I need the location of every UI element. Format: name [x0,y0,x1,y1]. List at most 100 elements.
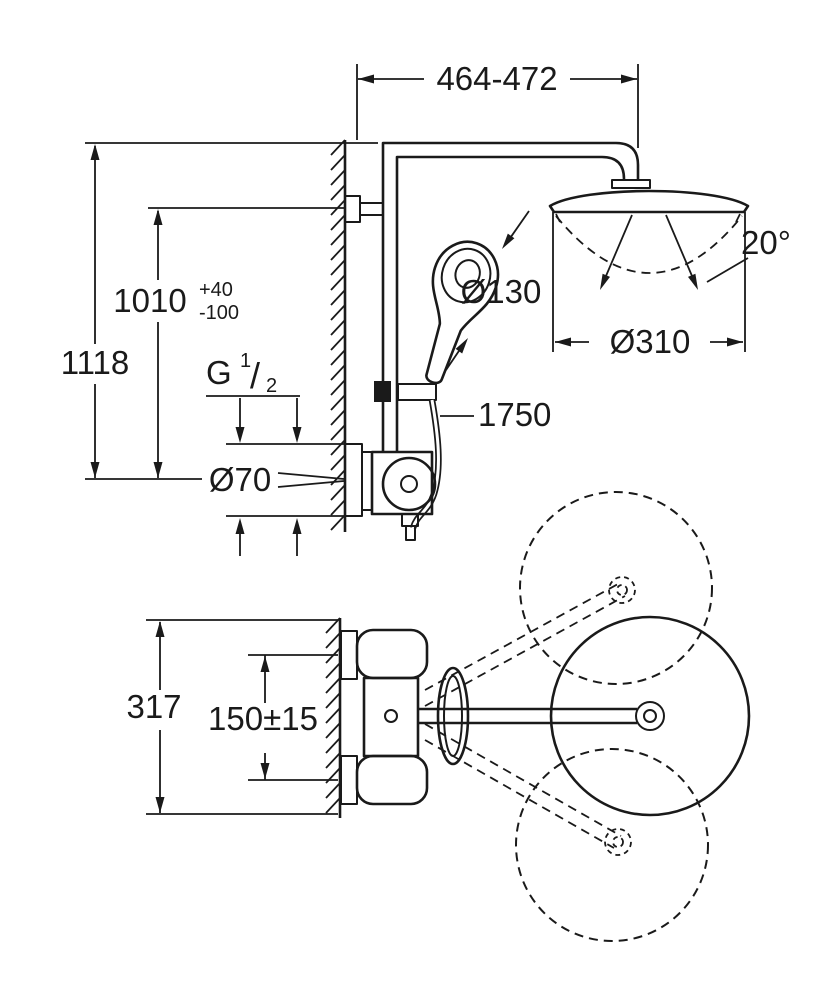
dim-handshower: Ø130 [445,210,542,371]
dim-handshower-label: Ø130 [461,273,542,310]
head-connector [611,179,651,189]
spray-cone [555,214,743,290]
arrowhead [502,233,515,249]
swivel-hub-upper [608,576,636,604]
holder-bar [397,383,437,401]
holder-clamp [374,381,391,402]
extension-lines [552,212,746,352]
wall-hatching [325,617,341,814]
extension-lines [356,64,639,148]
hand-shower-body [425,240,500,385]
arm-flange-outer [436,666,470,766]
valve-knob-top [355,628,429,680]
arrowhead [455,338,468,354]
wall-hatching [330,139,346,531]
arrowhead [153,209,163,225]
extension-lines [85,142,378,480]
swivel-hub-lower-center [612,836,624,848]
swivel-arm-lines [424,583,626,849]
valve-knob-center [400,475,418,493]
swivel-hub-upper-center [616,584,628,596]
arrowhead [235,427,245,443]
dim-headshower-label: Ø310 [610,323,691,360]
dim-total-height-label: 1118 [61,344,130,381]
extension-lines [248,654,338,781]
arrowhead [621,74,637,84]
arrowhead [90,144,100,160]
shower-arm-top [418,615,751,817]
arrowhead [155,621,165,637]
spray-arc [555,215,743,274]
arrowhead [727,337,743,347]
thermostat-valve-side [344,443,437,541]
head-shower-side [548,189,750,223]
shower-riser-pipe [381,141,651,452]
wall-top [325,617,342,818]
arrowhead [260,656,270,672]
dim-thread: G 1 / 2 [206,350,302,443]
head-edge-ticks [555,213,741,223]
pipe-inner-line [395,155,626,452]
thread-g-label: G [206,354,232,391]
head-ball-joint-center [643,709,657,723]
arm-flange-inner [443,675,463,757]
arrowhead [260,763,270,779]
thermostat-valve-top [340,628,429,806]
thread-slash: / [250,355,260,396]
hand-shower-holder [374,381,437,402]
supply-escutcheon-bottom [340,755,358,805]
spray-arrow-right [688,273,698,290]
leader-lines [277,472,345,488]
spray-lines [602,214,696,284]
hand-shower-face-inner [454,259,481,289]
dim-hose-length-label: 1750 [478,396,551,433]
spray-arrow-left [600,273,610,290]
leader-line [706,257,749,283]
arrowhead [555,337,571,347]
arrowhead [292,518,302,534]
arrowhead [235,518,245,534]
hose-outlet-nub [405,525,416,541]
swivel-hub-lower [604,828,632,856]
thread-leader-lines [239,398,298,428]
dim-width-range-label: 464-472 [436,60,557,97]
arrowhead [358,74,374,84]
dim-depth-label: 317 [126,688,181,725]
valve-body-top [362,676,420,758]
extension-lines [146,619,338,815]
dim-width-range: 464-472 [356,60,639,148]
dim-install-tol-plus: +40 [199,279,233,301]
arrowhead [90,462,100,478]
top-view: 317 150±15 [126,491,751,942]
dim-total-height: 1118 [61,142,378,480]
head-shower-circle [549,615,751,817]
thread-numerator: 1 [240,350,251,372]
hand-shower [425,240,500,385]
valve-knob-bottom [355,754,429,806]
dim-escutcheon: Ø70 [209,443,345,556]
arrowhead [155,797,165,813]
dim-supply-distance: 150±15 [208,654,338,781]
dim-spray-angle-label: 20° [741,224,791,261]
dim-supply-distance-label: 150±15 [208,700,318,737]
thread-denominator: 2 [266,375,277,397]
valve-backplate [361,451,373,511]
head-ball-joint [635,701,665,731]
dim-install-height: 1010 +40 -100 [113,207,344,478]
dim-install-height-label: 1010 [113,282,186,319]
swivel-range [424,491,713,942]
dim-install-tol-minus: -100 [199,302,239,324]
supply-escutcheon-top [340,630,358,680]
dim-spray-angle: 20° [706,224,791,283]
wall-side [330,139,347,532]
dim-depth: 317 [126,619,338,815]
extension-lines [226,443,344,517]
wall-bracket [344,195,384,223]
riser-hub [384,709,398,723]
arrowhead [153,462,163,478]
valve-knob [381,456,437,512]
side-view: 464-472 1118 1010 +40 -100 G 1 / 2 [61,60,791,556]
hand-shower-face-outer [440,247,492,304]
